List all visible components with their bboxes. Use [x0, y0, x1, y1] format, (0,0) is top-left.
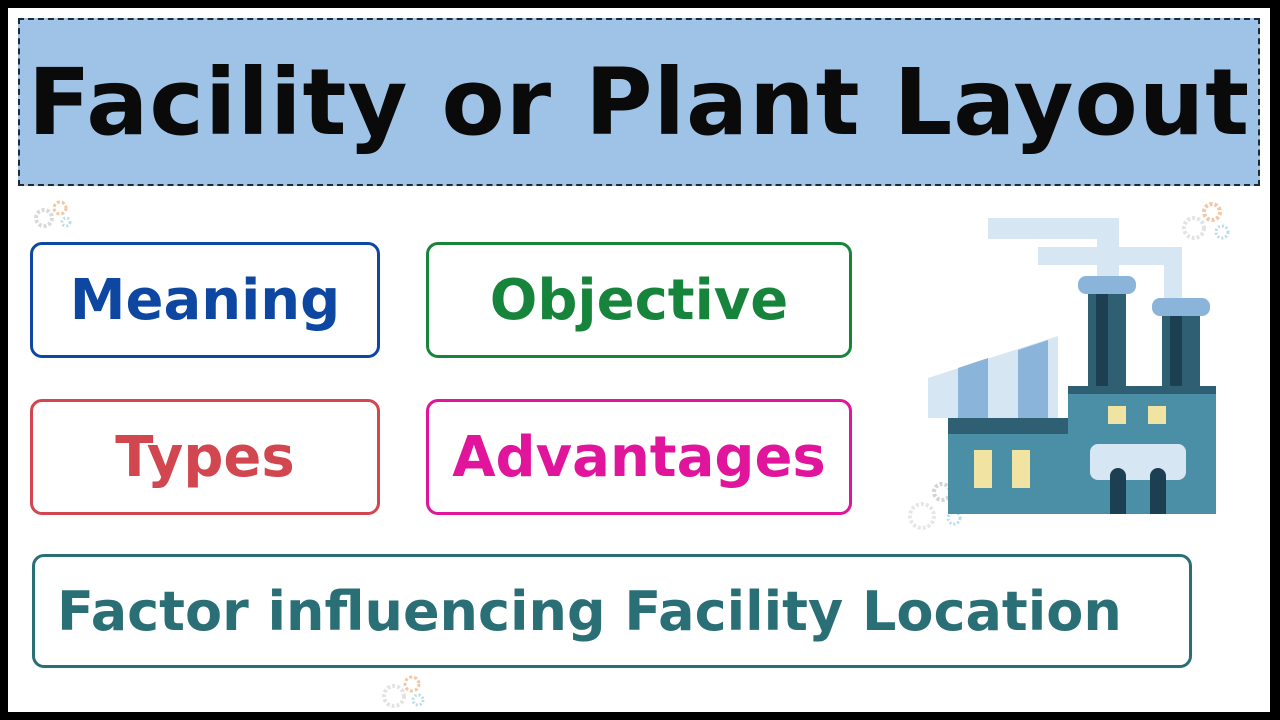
- factory-icon: [928, 218, 1216, 514]
- gears-icon: [382, 675, 425, 708]
- topic-factor-label: Factor influencing Facility Location: [57, 579, 1122, 643]
- slide-title: Facility or Plant Layout: [27, 48, 1251, 156]
- title-banner: Facility or Plant Layout: [18, 18, 1260, 186]
- gears-icon: [34, 200, 72, 228]
- topic-meaning: Meaning: [30, 242, 380, 358]
- topic-advantages: Advantages: [426, 399, 852, 515]
- topic-meaning-label: Meaning: [69, 267, 341, 333]
- topic-factor-influencing: Factor influencing Facility Location: [32, 554, 1192, 668]
- topic-types-label: Types: [115, 424, 295, 490]
- topic-types: Types: [30, 399, 380, 515]
- slide-canvas: Facility or Plant Layout Meaning Objecti…: [8, 8, 1270, 712]
- topic-objective-label: Objective: [489, 267, 789, 333]
- topic-objective: Objective: [426, 242, 852, 358]
- topic-advantages-label: Advantages: [452, 424, 826, 490]
- gears-icon: [1182, 202, 1230, 240]
